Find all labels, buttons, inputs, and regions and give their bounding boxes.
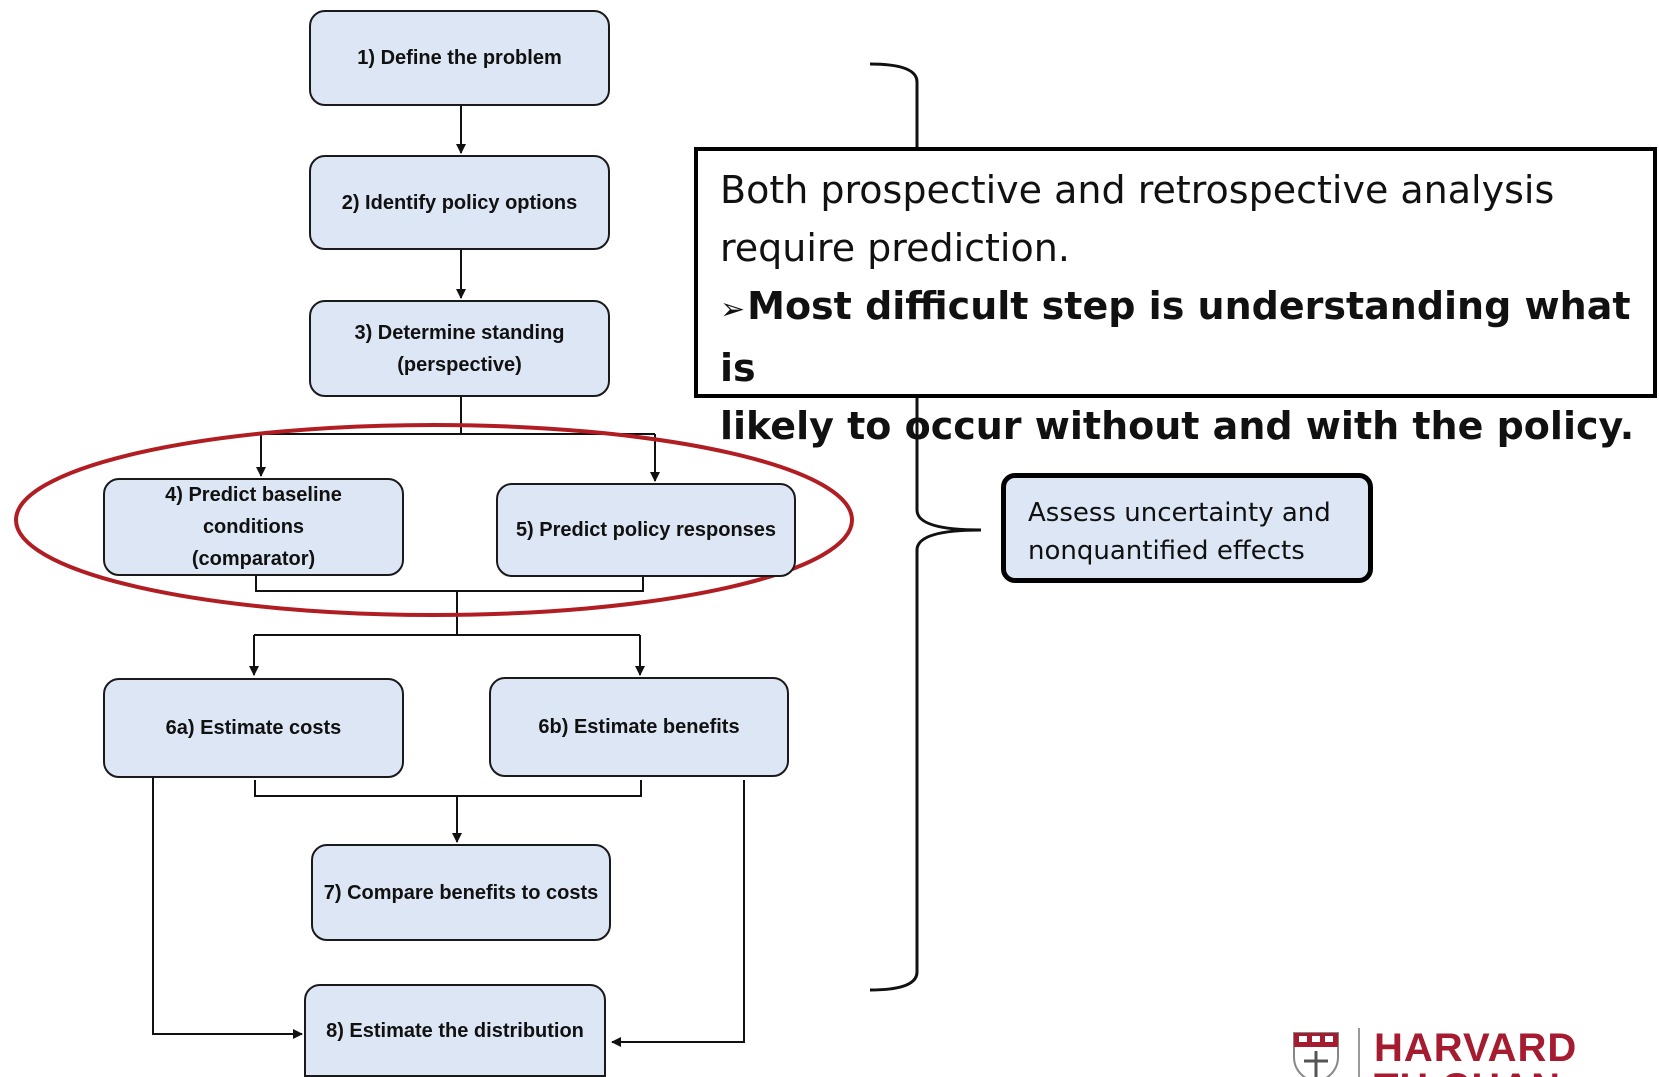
step-4-label-line2: (comparator)	[191, 548, 316, 570]
callout-bold-line-2: likely to occur without and with the pol…	[720, 404, 1635, 448]
harvard-logo: HARVARD TH CHAN	[1290, 1028, 1659, 1077]
step-4-predict-baseline: 4) Predict baseline conditions (comparat…	[103, 478, 404, 576]
step-3-determine-standing: 3) Determine standing (perspective)	[309, 300, 610, 397]
curly-brace	[869, 62, 982, 992]
arrow-bullet-icon: ➢	[720, 292, 746, 327]
logo-wordmark-line-1: HARVARD	[1374, 1028, 1578, 1070]
logo-wordmark-line-2: TH CHAN	[1374, 1066, 1561, 1077]
step-2-label: 2) Identify policy options	[341, 191, 578, 214]
step-5-label: 5) Predict policy responses	[515, 519, 777, 541]
prediction-callout: Both prospective and retrospective analy…	[694, 147, 1657, 448]
step-8-distribution: 8) Estimate the distribution	[304, 984, 606, 1077]
step-7-compare: 7) Compare benefits to costs	[311, 844, 611, 941]
step-7-label: 7) Compare benefits to costs	[323, 881, 599, 904]
step-1-define-problem: 1) Define the problem	[309, 10, 610, 106]
step-1-label: 1) Define the problem	[357, 47, 562, 69]
step-4-label-line1: 4) Predict baseline conditions	[165, 484, 342, 538]
callout-bold-line-1: ➢Most difficult step is understanding wh…	[720, 277, 1639, 397]
line-join-4-5	[255, 576, 644, 592]
step-6b-label: 6b) Estimate benefits	[538, 716, 740, 738]
step-5-predict-responses: 5) Predict policy responses	[496, 483, 796, 577]
assess-uncertainty-box: Assess uncertainty and nonquantified eff…	[1001, 473, 1373, 583]
assess-line-1: Assess uncertainty and	[1028, 498, 1331, 528]
line-join-6	[254, 780, 642, 797]
callout-bold-text-1: Most difficult step is understanding wha…	[720, 284, 1631, 390]
assess-line-2: nonquantified effects	[1028, 536, 1305, 566]
step-2-identify-options: 2) Identify policy options	[309, 155, 610, 250]
step-8-label: 8) Estimate the distribution	[326, 1019, 584, 1042]
step-3-label-line2: (perspective)	[397, 353, 522, 376]
step-6a-label: 6a) Estimate costs	[165, 717, 342, 739]
callout-line-2: require prediction.	[720, 226, 1070, 270]
harvard-shield-icon	[1293, 1032, 1339, 1077]
step-3-label-line1: 3) Determine standing	[354, 321, 565, 344]
callout-line-1: Both prospective and retrospective analy…	[720, 168, 1555, 212]
step-6a-estimate-costs: 6a) Estimate costs	[103, 678, 404, 778]
arrow-6a-to-8	[152, 778, 303, 1039]
logo-divider	[1358, 1028, 1360, 1077]
step-6b-estimate-benefits: 6b) Estimate benefits	[489, 677, 789, 777]
highlight-ellipse	[14, 423, 854, 617]
arrow-6b-to-8	[611, 780, 745, 1047]
